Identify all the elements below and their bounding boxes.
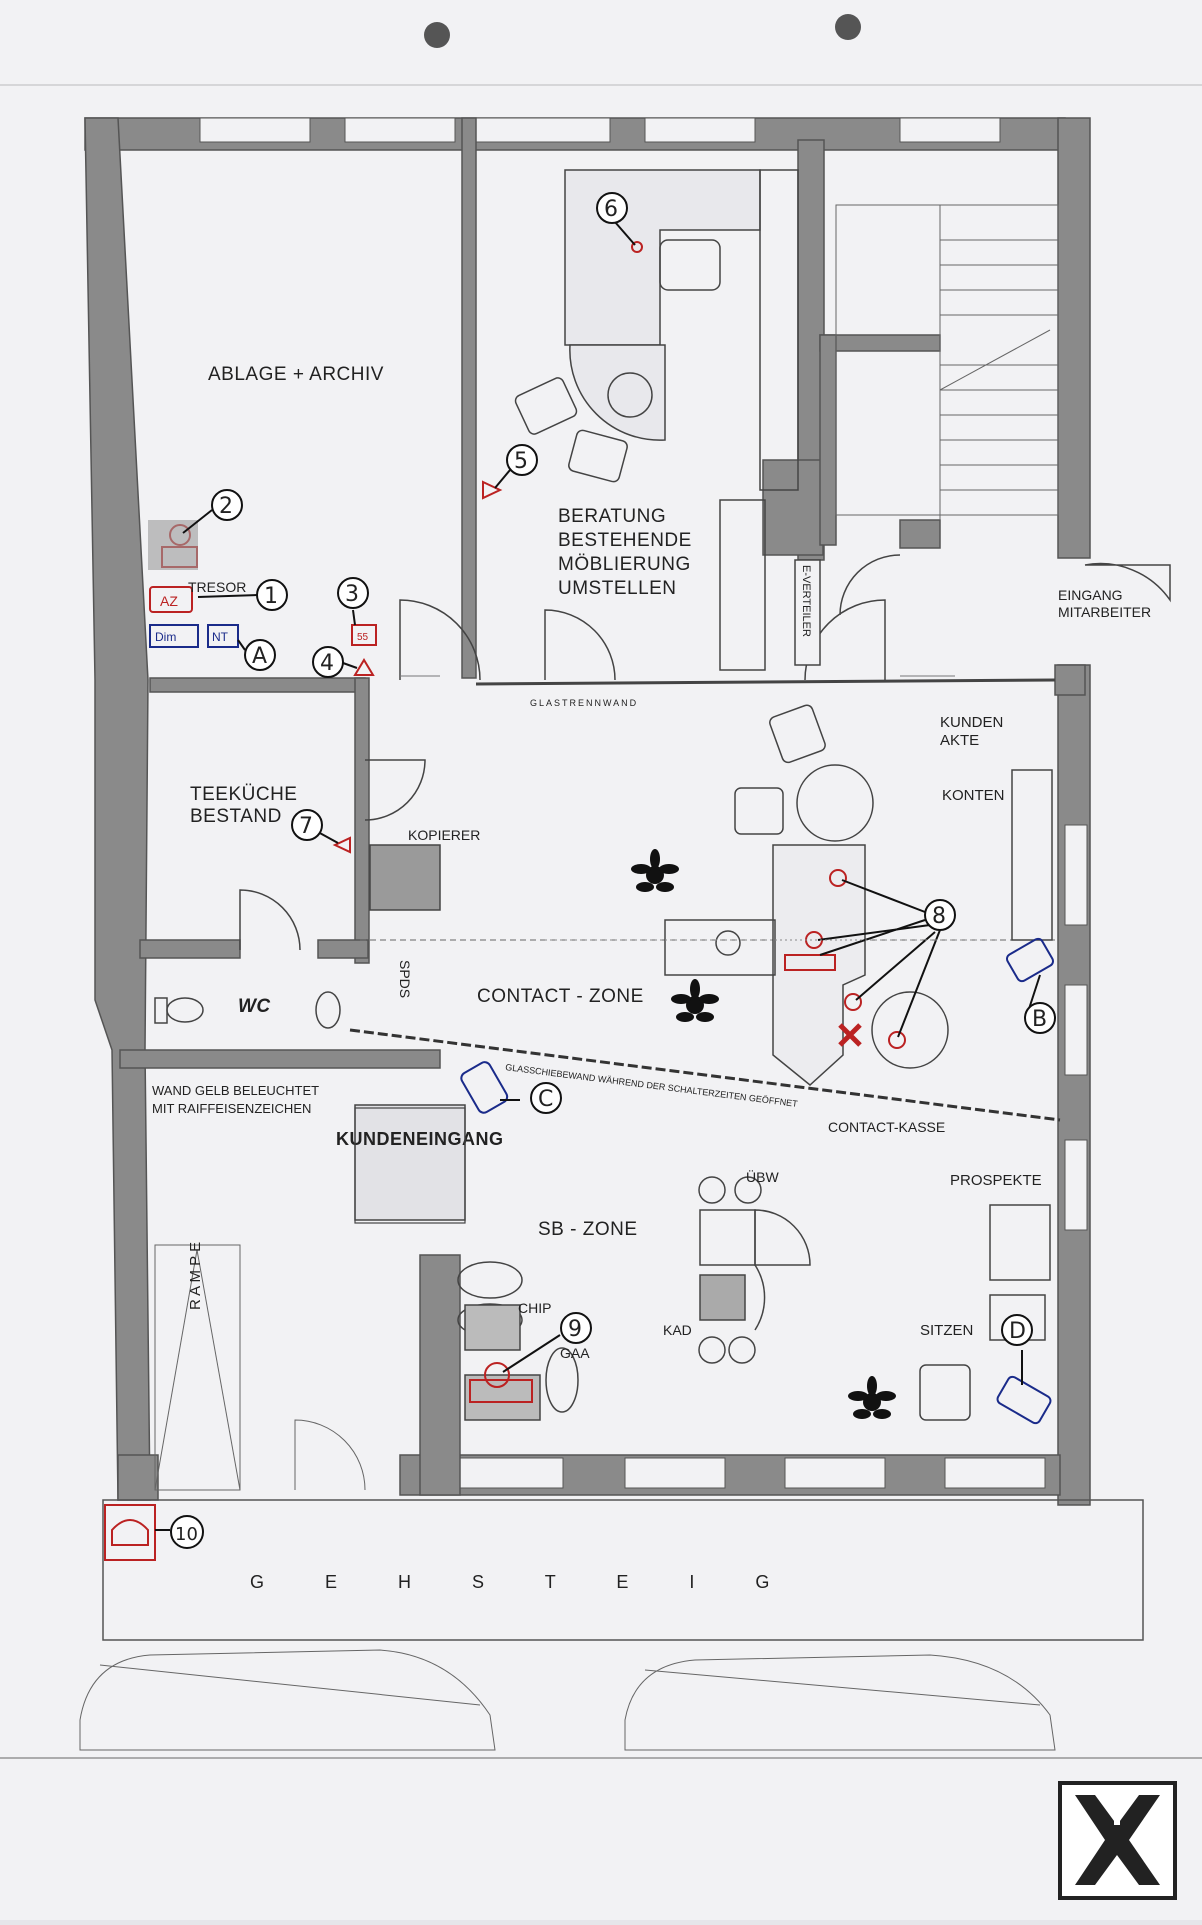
room-label-teekueche-2: BESTAND: [190, 806, 282, 827]
sensor-8b: [784, 954, 836, 971]
svg-text:3: 3: [345, 582, 359, 607]
az-text: AZ: [160, 593, 178, 609]
alarm-light-10: [104, 1504, 156, 1561]
room-label-beratung-2: BESTEHENDE: [558, 530, 692, 551]
kopierer-label: KOPIERER: [408, 827, 480, 843]
room-label-wc: WC: [238, 996, 271, 1017]
kundenakte-label-1: KUNDEN: [940, 714, 1003, 731]
marker-d: D: [1001, 1314, 1033, 1346]
room-label-sb-zone: SB - ZONE: [538, 1219, 638, 1240]
room-label-ablage: ABLAGE + ARCHIV: [208, 364, 384, 385]
svg-text:7: 7: [299, 814, 313, 839]
marker-1: 1: [256, 579, 288, 611]
svg-text:8: 8: [932, 904, 946, 929]
svg-text:C: C: [538, 1087, 553, 1112]
marker-8: 8: [924, 899, 956, 931]
triangle-sensor-7: [332, 836, 351, 854]
outer-walls: [84, 117, 1091, 1506]
fine-print-marks: [400, 675, 1000, 941]
sensor-dot-8a: [829, 869, 847, 887]
marker-5: 5: [506, 444, 538, 476]
svg-text:2: 2: [219, 494, 233, 519]
svg-text:6: 6: [604, 197, 618, 222]
plants: [631, 849, 896, 1419]
wand-gelb-label-2: MIT RAIFFEISENZEICHEN: [152, 1101, 311, 1116]
room-label-beratung-1: BERATUNG: [558, 506, 666, 527]
chip-label: CHIP: [518, 1300, 551, 1316]
punch-hole-left: [424, 22, 450, 48]
camera-c: [460, 1061, 509, 1114]
room-label-contact-zone: CONTACT - ZONE: [477, 986, 644, 1007]
room-label-beratung-4: UMSTELLEN: [558, 578, 677, 599]
marker-2: 2: [211, 489, 243, 521]
marker-a: A: [244, 639, 276, 671]
triangle-sensor-5: [482, 480, 503, 500]
triangle-sensor-4: [353, 658, 375, 676]
marker-7: 7: [291, 809, 323, 841]
svg-text:A: A: [252, 644, 267, 669]
marker-3: 3: [337, 577, 369, 609]
room-label-kundeneingang: KUNDENEINGANG: [336, 1129, 504, 1149]
wand-gelb-label-1: WAND GELB BELEUCHTET: [152, 1083, 319, 1098]
ramp: [154, 1244, 366, 1491]
room-label-beratung-3: MÖBLIERUNG: [558, 554, 691, 575]
uebw-label: ÜBW: [746, 1168, 779, 1185]
kundenakte-label-2: AKTE: [940, 732, 979, 749]
eingang-mitarbeiter-label-2: MITARBEITER: [1058, 604, 1151, 620]
glastrennwand-label: GLASTRENNWAND: [530, 698, 638, 708]
sb-zone-furniture: [354, 1104, 1051, 1421]
svg-text:5: 5: [514, 449, 528, 474]
prospekte-label: PROSPEKTE: [950, 1172, 1042, 1189]
svg-text:10: 10: [175, 1524, 198, 1545]
punch-hole-right: [835, 14, 861, 40]
raiffeisen-gable-cross-logo: [1058, 1781, 1177, 1900]
contact-kasse-label: CONTACT-KASSE: [828, 1119, 945, 1135]
eingang-mitarbeiter-label-1: EINGANG: [1058, 587, 1123, 603]
nt-text: NT: [212, 630, 229, 644]
e-verteiler-box: [794, 559, 821, 666]
spds-label: SPDS: [397, 960, 413, 998]
camera-d: [996, 1375, 1052, 1425]
svg-text:1: 1: [264, 584, 278, 609]
sensor-dot-6: [631, 241, 643, 253]
dim-box: [149, 624, 199, 648]
kad-label: KAD: [663, 1322, 692, 1338]
gaa-symbol: [469, 1379, 533, 1403]
sliding-glass-wall-line: [349, 1028, 1061, 1122]
konten-label: KONTEN: [942, 787, 1005, 804]
marker-10: 10: [170, 1515, 204, 1549]
gehsteig-label: G E H S T E I G: [250, 1572, 797, 1592]
parked-cars: [0, 1649, 1202, 1759]
nt-box: [207, 624, 239, 648]
marker-9: 9: [560, 1312, 592, 1344]
gaa-label: GAA: [560, 1345, 590, 1361]
tresor-label: TRESOR: [188, 579, 246, 595]
az-box: [149, 586, 193, 613]
box-55-text: 55: [357, 632, 369, 643]
security-annotations: [104, 241, 1054, 1561]
wc-fixtures: [154, 991, 341, 1029]
svg-text:B: B: [1032, 1007, 1047, 1032]
marker-6: 6: [596, 192, 628, 224]
camera-b: [1006, 937, 1054, 983]
room-label-teekueche-1: TEEKÜCHE: [190, 784, 297, 805]
e-verteiler-label: E-VERTEILER: [800, 565, 812, 637]
dim-text: Dim: [155, 630, 176, 644]
svg-text:D: D: [1009, 1319, 1026, 1344]
glass-partition-line: [475, 678, 1056, 686]
svg-text:9: 9: [568, 1317, 582, 1342]
box-55: [351, 624, 377, 646]
rampe-label: R A M P E: [187, 1242, 204, 1310]
svg-text:4: 4: [320, 651, 334, 676]
marker-b: B: [1024, 1002, 1056, 1034]
marker-c: C: [530, 1082, 562, 1114]
sidewalk: [102, 1499, 1144, 1641]
marker-4: 4: [312, 646, 344, 678]
staircase: [835, 204, 1059, 520]
sitzen-label: SITZEN: [920, 1322, 973, 1339]
